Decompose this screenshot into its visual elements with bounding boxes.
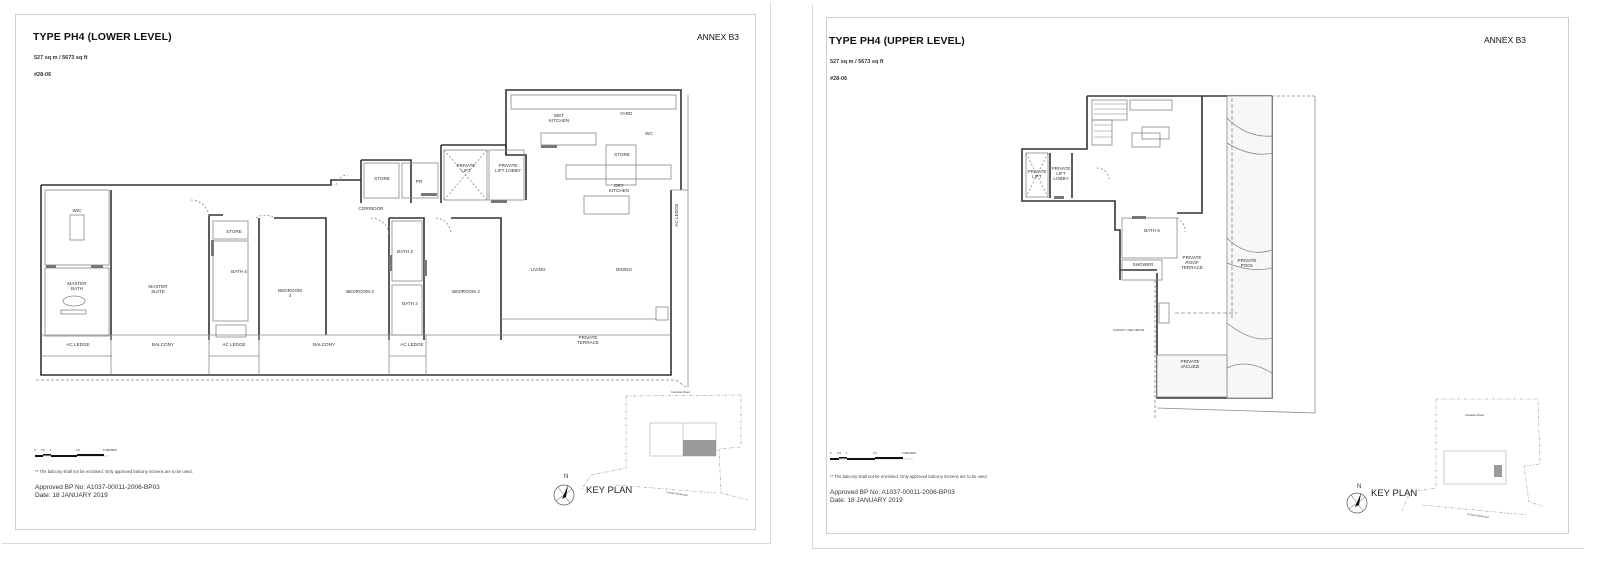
room-store-2: STORE	[374, 176, 390, 181]
room-ac-ledge-2: AC LEDGE	[222, 342, 245, 347]
sheet-lower-outer-frame	[2, 2, 771, 544]
page-title: TYPE PH4 (LOWER LEVEL)	[33, 31, 172, 43]
svg-text:0.5: 0.5	[837, 451, 841, 455]
room-ac-ledge-side: AC LEDGE	[674, 203, 679, 226]
key-plan	[580, 394, 749, 501]
annex-label: ANNEX B3	[696, 32, 739, 42]
room-bath-2: BATH 2	[402, 301, 418, 306]
svg-text:N: N	[1357, 484, 1361, 490]
svg-text:1: 1	[846, 451, 848, 455]
room-store: STORE	[226, 229, 242, 234]
scale-bar: 0 0.5 1 2.5 5 METRES	[830, 451, 916, 460]
room-yard: YARD	[620, 111, 633, 116]
room-ac-ledge-3: AC LEDGE	[400, 342, 423, 347]
room-balcony-1: BALCONY	[152, 342, 174, 347]
sheet-upper-level: TYPE PH4 (UPPER LEVEL) ANNEX B3 527 sq m…	[826, 17, 1569, 534]
room-bedroom-3: BEDROOM 3	[346, 289, 374, 294]
unit-number: #28-06	[830, 76, 848, 82]
room-shower: SHOWER	[1133, 262, 1154, 267]
scale-bar: 0 0.5 1 2.5 5 METRES	[34, 448, 117, 457]
svg-text:Cuscaden Road: Cuscaden Road	[1465, 413, 1484, 417]
canopy-line-label: CANOPY LINE ABOVE	[1113, 328, 1144, 332]
approved-bp-number: Approved BP No: A1037-00011-2006-BP03	[830, 489, 955, 496]
sheet-upper-outer-frame	[812, 4, 1584, 549]
svg-text:0: 0	[34, 448, 36, 452]
north-arrow-icon: N	[1346, 484, 1368, 514]
svg-text:0.5: 0.5	[41, 448, 45, 452]
unit-area: 527 sq m / 5673 sq ft	[830, 59, 884, 65]
svg-text:2.5: 2.5	[873, 451, 877, 455]
room-living: LIVING	[530, 267, 545, 272]
svg-text:N: N	[564, 474, 568, 480]
north-arrow-icon: N	[553, 474, 575, 506]
svg-text:5 METRES: 5 METRES	[902, 451, 916, 455]
svg-text:5 METRES: 5 METRES	[103, 448, 117, 452]
approval-date: Date: 18 JANUARY 2019	[830, 497, 903, 504]
room-bath-3: BATH 3	[397, 249, 413, 254]
svg-text:2.5: 2.5	[76, 448, 80, 452]
svg-text:Orchard Boulevard: Orchard Boulevard	[666, 490, 689, 497]
room-pr: PR	[416, 179, 423, 184]
key-plan-label: KEY PLAN	[586, 485, 633, 496]
svg-text:0: 0	[830, 451, 832, 455]
balcony-note: ** The balcony shall not be enclosed. On…	[830, 474, 988, 479]
room-balcony-2: BALCONY	[313, 342, 335, 347]
annex-label: ANNEX B3	[1483, 35, 1526, 45]
room-bath-5: BATH 5	[1144, 228, 1160, 233]
room-corridor: CORRIDOR	[358, 206, 384, 211]
balcony-note: ** The balcony shall not be enclosed. On…	[35, 469, 193, 474]
room-bedroom-2: BEDROOM 2	[452, 289, 480, 294]
key-plan-label: KEY PLAN	[1371, 488, 1418, 499]
approval-date: Date: 18 JANUARY 2019	[35, 492, 108, 499]
sheet-lower-level: TYPE PH4 (LOWER LEVEL) ANNEX B3 527 sq m…	[15, 14, 756, 530]
svg-text:1: 1	[50, 448, 52, 452]
room-wc: WC	[645, 131, 653, 136]
key-plan-block	[1443, 450, 1507, 485]
page-title: TYPE PH4 (UPPER LEVEL)	[829, 35, 965, 47]
room-wic: WIC	[73, 208, 83, 213]
room-store-3: STORE	[614, 152, 630, 157]
approved-bp-number: Approved BP No: A1037-00011-2006-BP03	[35, 484, 160, 491]
unit-number: #28-06	[34, 72, 52, 78]
key-plan-block	[649, 422, 717, 457]
key-plan	[1401, 398, 1543, 516]
svg-text:Cuscaden Road: Cuscaden Road	[671, 390, 690, 394]
room-dining: DINING	[616, 267, 633, 272]
svg-text:Orchard Boulevard: Orchard Boulevard	[1467, 512, 1490, 519]
room-ac-ledge-1: AC LEDGE	[66, 342, 89, 347]
room-bath-4: BATH 4	[231, 269, 247, 274]
unit-area: 527 sq m / 5673 sq ft	[34, 55, 88, 61]
